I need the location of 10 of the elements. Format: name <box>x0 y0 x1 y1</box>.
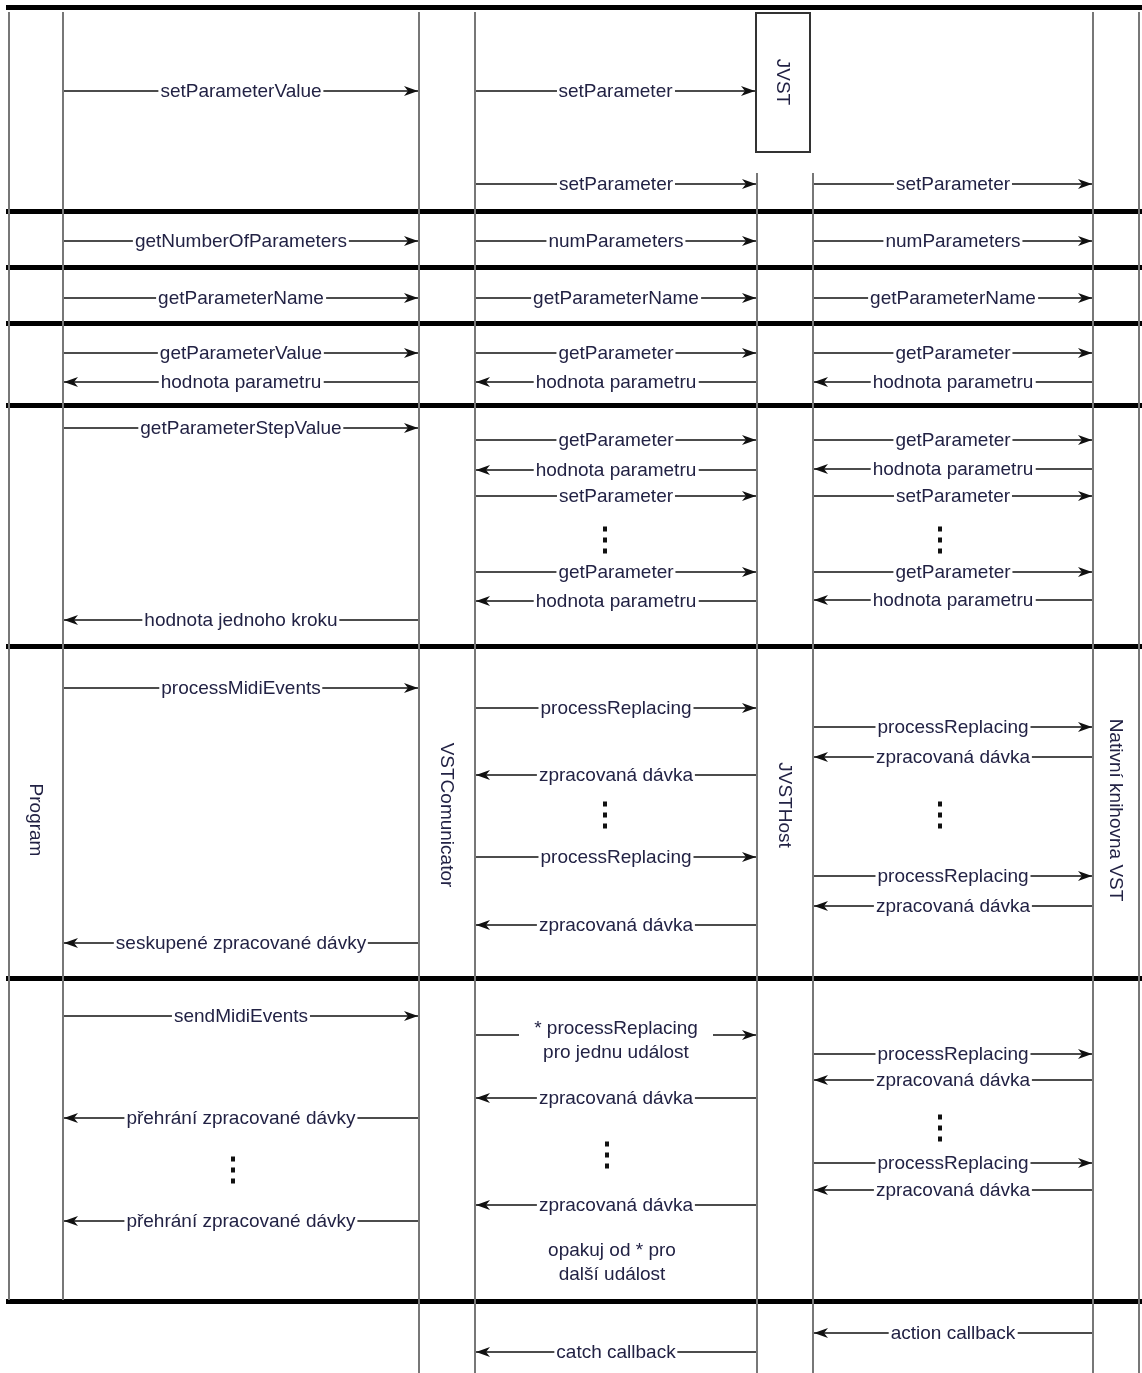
lifeline-bar <box>1092 12 1140 1373</box>
lifeline-name: JVSTHost <box>774 762 796 848</box>
lifeline-name: Program <box>25 783 47 857</box>
lifeline-name: JVST <box>772 58 794 106</box>
object-box <box>755 12 811 153</box>
lifeline-name: VSTComunicator <box>436 742 458 888</box>
lifeline-bar <box>8 12 64 1300</box>
lifeline-name: Nativní knihovna VST <box>1105 718 1127 902</box>
lifeline-bar <box>418 12 476 1373</box>
lifeline-bar <box>756 173 814 1373</box>
